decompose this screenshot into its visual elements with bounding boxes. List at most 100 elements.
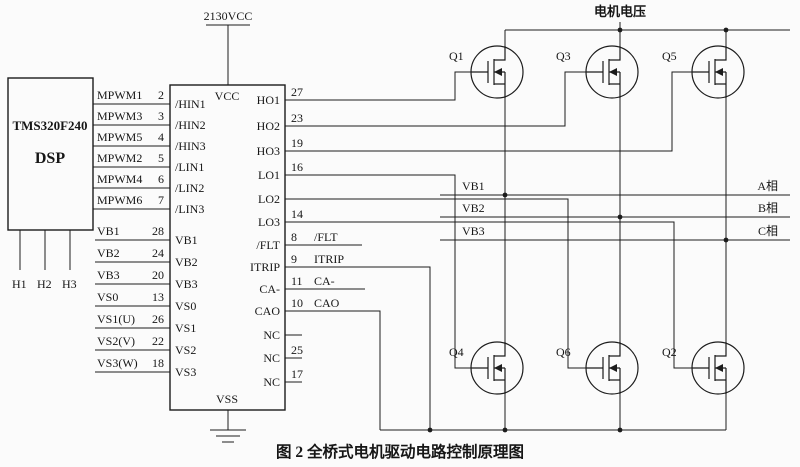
signal-label: VS3(W) [97, 356, 138, 370]
pin-number: 8 [291, 230, 297, 244]
phase-bus-lines [440, 194, 790, 241]
hall-pin-h1: H1 [12, 277, 27, 291]
figure-caption: 图 2 全桥式电机驱动电路控制原理图 [276, 442, 524, 461]
chip-pin-label: NC [263, 375, 280, 389]
phase-bus-label: VB3 [462, 224, 485, 238]
vcc-supply-wire [206, 24, 250, 85]
signal-label: MPWM6 [97, 193, 142, 207]
chip-pin-label: /HIN3 [175, 139, 206, 153]
chip-pin-label: HO2 [257, 119, 280, 133]
mosfet-q4 [470, 341, 524, 395]
pin-number: 6 [158, 172, 164, 186]
chip-pin-label: /LIN3 [175, 202, 204, 216]
pin-number: 22 [152, 334, 164, 348]
chip-pin-label: VB3 [175, 277, 198, 291]
chip-pin-label: LO1 [258, 168, 280, 182]
power-rails [380, 22, 790, 431]
pin-number: 24 [152, 246, 164, 260]
pin-number: 28 [152, 224, 164, 238]
gate-drive-wires [285, 71, 692, 369]
chip-pin-label: HO1 [257, 93, 280, 107]
pin-number: 9 [291, 252, 297, 266]
phase-labels: VB1 VB2 VB3 A相 B相 C相 [462, 179, 778, 238]
signal-label: VS1(U) [97, 312, 135, 326]
signal-label: MPWM5 [97, 130, 142, 144]
pin-number: 3 [158, 109, 164, 123]
transistor-label-q4: Q4 [449, 345, 464, 359]
wire-label: CAO [314, 296, 340, 310]
hall-pin-h3: H3 [62, 277, 77, 291]
signal-label: VB2 [97, 246, 120, 260]
chip-pin-label: VB1 [175, 233, 198, 247]
dsp-block [7, 77, 94, 231]
junction-dots [427, 27, 729, 433]
chip-pin-label: VS2 [175, 343, 196, 357]
chip-pin-label: LO3 [258, 215, 280, 229]
chip-pin-label: /FLT [256, 238, 280, 252]
pin-number: 10 [291, 296, 303, 310]
chip-pin-label: /LIN2 [175, 181, 204, 195]
pin-number: 7 [158, 193, 164, 207]
mosfet-q3 [585, 45, 639, 99]
pin-number: 5 [158, 151, 164, 165]
chip-pin-label: /HIN2 [175, 118, 206, 132]
chip-pin-label: CAO [255, 304, 281, 318]
transistor-label-q3: Q3 [556, 49, 571, 63]
transistor-label-q5: Q5 [662, 49, 677, 63]
transistor-label-q2: Q2 [662, 345, 677, 359]
left-pin-rows: MPWM1 2 /HIN1 MPWM3 3 /HIN2 MPWM5 4 /HIN… [97, 88, 206, 379]
chip-vss-pin-label: VSS [216, 392, 238, 406]
pin-number: 27 [291, 85, 303, 99]
pin-number: 18 [152, 356, 164, 370]
signal-label: MPWM1 [97, 88, 142, 102]
dsp-type-label: DSP [35, 150, 65, 167]
protection-wires [285, 244, 431, 430]
right-pin-rows: HO1 27 HO2 23 HO3 19 LO1 16 LO2 LO3 14 /… [250, 85, 344, 389]
signal-label: MPWM4 [97, 172, 142, 186]
pin-number: 19 [291, 136, 303, 150]
chip-pin-label: VS0 [175, 299, 196, 313]
signal-label: VB3 [97, 268, 120, 282]
pin-number: 2 [158, 88, 164, 102]
mosfet-q5 [691, 45, 745, 99]
phase-name-label: C相 [758, 224, 778, 238]
signal-label: MPWM2 [97, 151, 142, 165]
pin-number: 25 [291, 343, 303, 357]
chip-pin-label: NC [263, 328, 280, 342]
chip-pin-label: VS3 [175, 365, 196, 379]
pin-number: 23 [291, 111, 303, 125]
signal-label: VB1 [97, 224, 120, 238]
chip-pin-label: NC [263, 351, 280, 365]
pin-number: 11 [291, 274, 303, 288]
pin-number: 20 [152, 268, 164, 282]
pin-number: 4 [158, 130, 164, 144]
chip-pin-label: ITRIP [250, 260, 280, 274]
phase-bus-label: VB2 [462, 201, 485, 215]
signal-label: VS2(V) [97, 334, 135, 348]
vss-ground-wire [210, 410, 246, 443]
hall-pin-h2: H2 [37, 277, 52, 291]
pin-number: 16 [291, 160, 303, 174]
chip-pin-label: VB2 [175, 255, 198, 269]
pin-number: 14 [291, 207, 303, 221]
mosfet-q1 [470, 45, 524, 99]
transistor-labels: Q1 Q3 Q5 Q4 Q6 Q2 [449, 49, 677, 359]
chip-pin-label: /HIN1 [175, 97, 206, 111]
wire-label: CA- [314, 274, 335, 288]
transistor-label-q6: Q6 [556, 345, 571, 359]
wire-label: ITRIP [314, 252, 344, 266]
chip-pin-label: CA- [259, 282, 280, 296]
dsp-hall-stubs [19, 230, 71, 270]
pin-number: 26 [152, 312, 164, 326]
wire-label: /FLT [314, 230, 338, 244]
signal-label: MPWM3 [97, 109, 142, 123]
chip-vcc-pin-label: VCC [215, 89, 240, 103]
chip-pin-label: VS1 [175, 321, 196, 335]
mosfet-q2 [691, 341, 745, 395]
signal-label: VS0 [97, 290, 118, 304]
phase-name-label: B相 [758, 201, 778, 215]
pin-number: 13 [152, 290, 164, 304]
phase-name-label: A相 [757, 179, 778, 193]
